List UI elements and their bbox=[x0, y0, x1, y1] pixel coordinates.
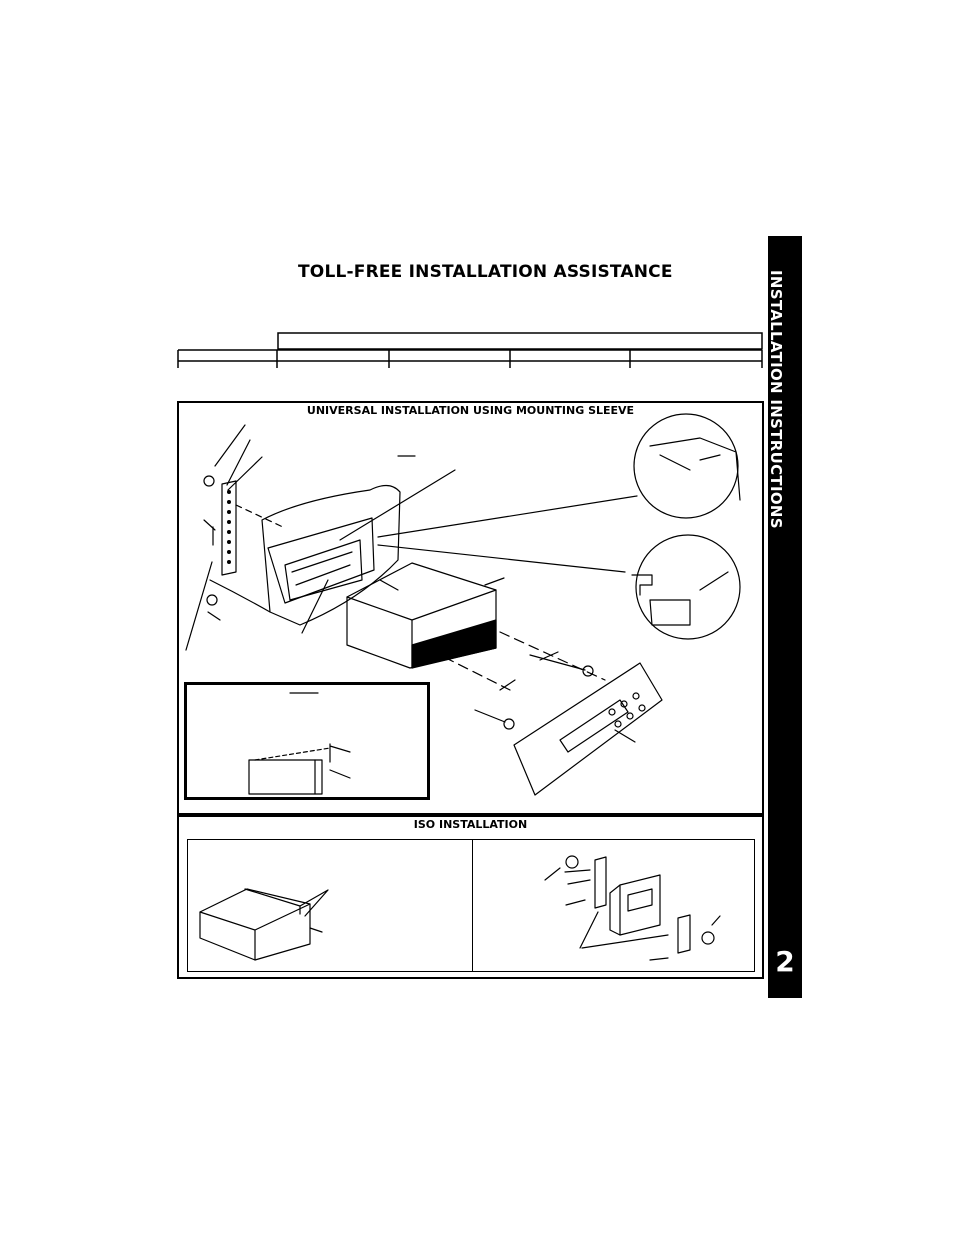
page-number: 2 bbox=[775, 945, 795, 978]
iso-heading: ISO INSTALLATION bbox=[413, 818, 528, 831]
universal-heading: UNIVERSAL INSTALLATION USING MOUNTING SL… bbox=[306, 404, 635, 417]
iso-right-subpanel bbox=[472, 839, 755, 972]
side-tab bbox=[768, 236, 802, 998]
sleeve-tilt-inset bbox=[184, 682, 430, 800]
page-title: TOLL-FREE INSTALLATION ASSISTANCE bbox=[298, 262, 673, 282]
iso-installation-panel bbox=[177, 815, 764, 979]
universal-installation-panel bbox=[177, 401, 764, 815]
